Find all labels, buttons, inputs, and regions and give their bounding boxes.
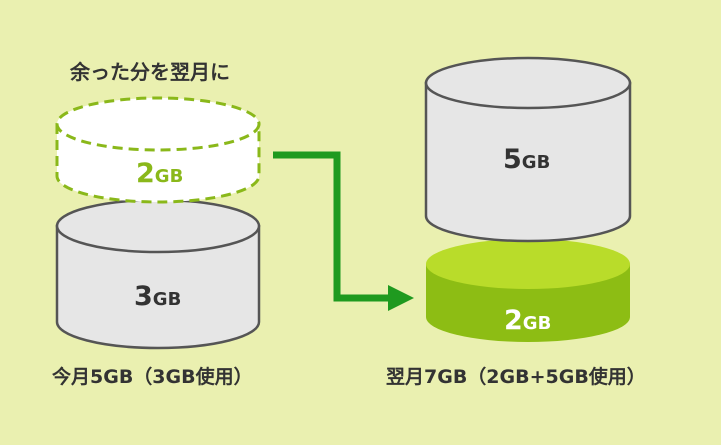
- next-month-disk: [424, 56, 632, 243]
- diagram-heading: 余った分を翌月に: [70, 60, 230, 84]
- carry-over-number: 2: [136, 158, 155, 189]
- transfer-arrow: [273, 151, 414, 311]
- current-month-caption: 今月5GB（3GB使用）: [52, 366, 253, 388]
- current-used-unit: GB: [152, 289, 182, 310]
- next-month-number: 5: [503, 144, 522, 175]
- current-used-number: 3: [134, 281, 153, 312]
- carry-over-label: 2GB: [136, 160, 183, 187]
- carry-over-disk: [55, 96, 261, 204]
- carried-disk: [426, 239, 630, 342]
- carried-number: 2: [504, 305, 523, 336]
- next-month-label: 5GB: [503, 146, 550, 173]
- current-used-label: 3GB: [134, 283, 181, 310]
- carried-label: 2GB: [504, 307, 551, 334]
- carried-unit: GB: [522, 313, 552, 334]
- carry-over-unit: GB: [154, 166, 184, 187]
- next-month-unit: GB: [521, 152, 551, 173]
- next-month-caption: 翌月7GB（2GB+5GB使用）: [386, 366, 646, 388]
- current-used-disk: [55, 198, 261, 350]
